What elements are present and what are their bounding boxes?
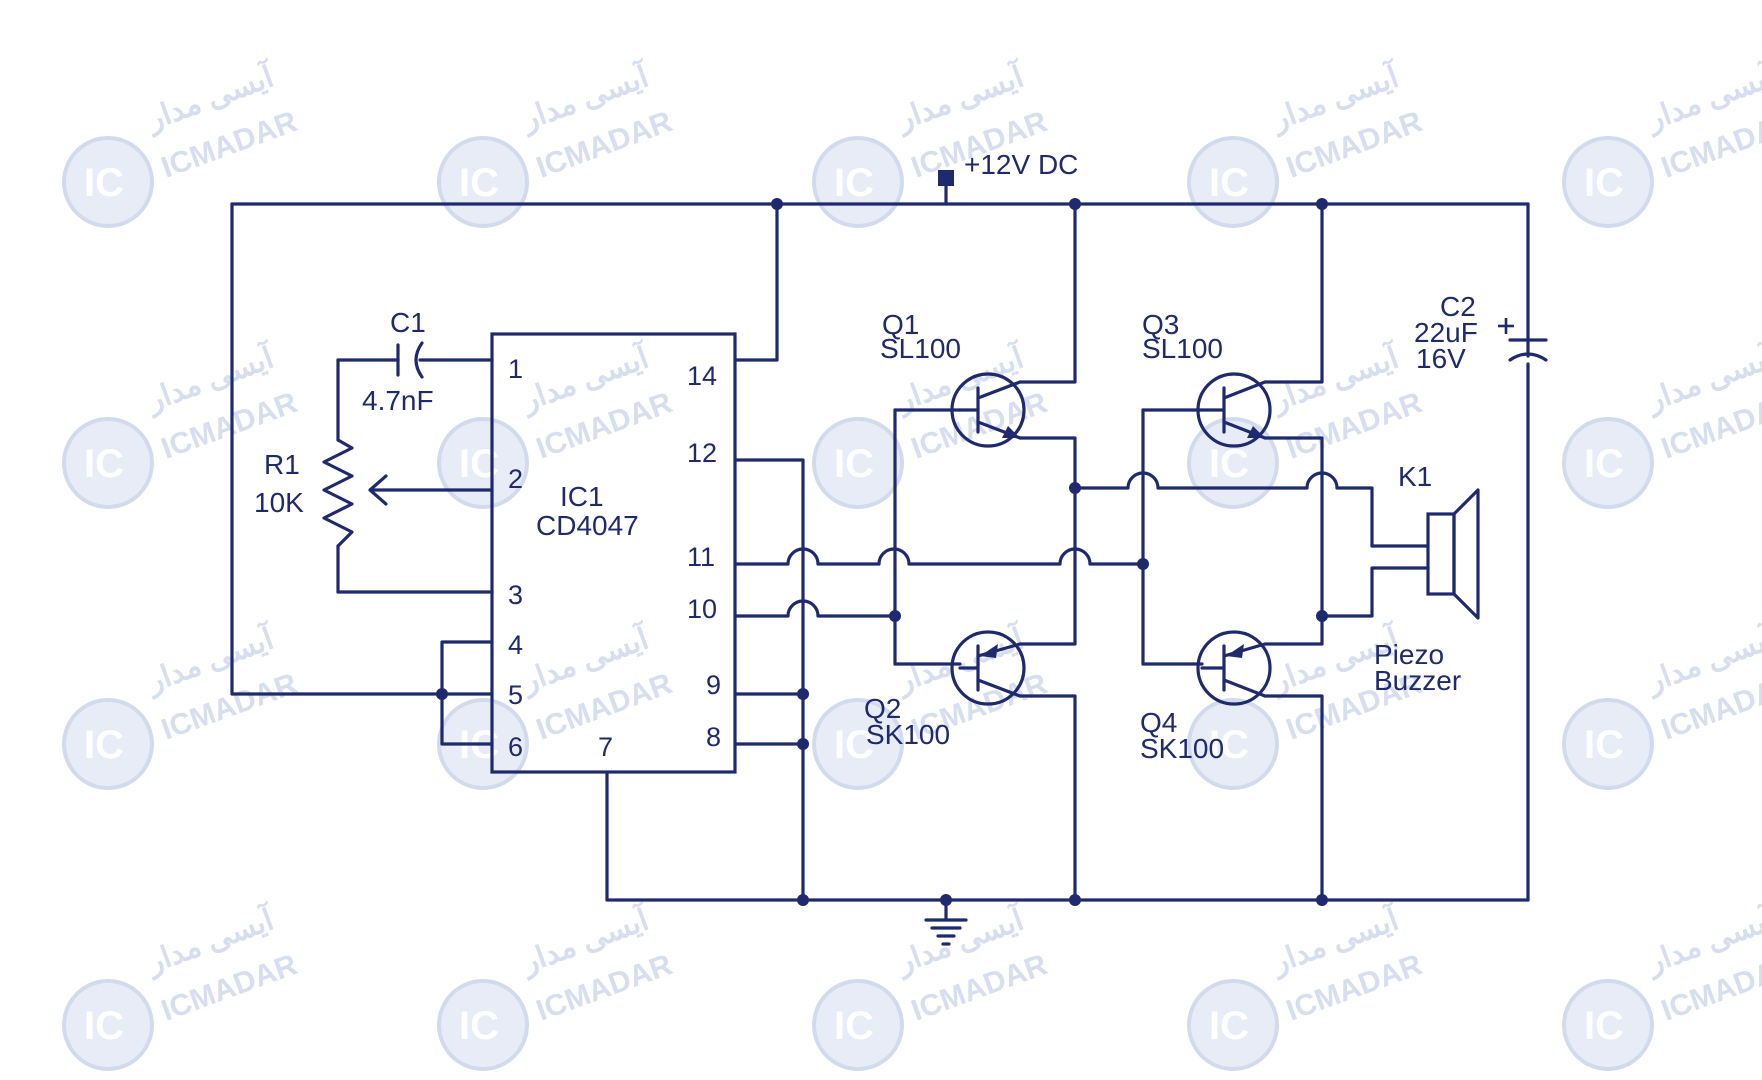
svg-text:IC: IC bbox=[834, 723, 874, 767]
ground-icon bbox=[924, 918, 968, 946]
pin-7: 7 bbox=[598, 732, 613, 762]
q3-ref: Q3 bbox=[1142, 309, 1179, 340]
pin-9: 9 bbox=[706, 670, 721, 700]
c1-ref: C1 bbox=[390, 307, 426, 338]
svg-text:IC: IC bbox=[1584, 1004, 1624, 1048]
svg-text:IC: IC bbox=[84, 442, 124, 486]
pin-10: 10 bbox=[687, 594, 717, 624]
transistor-q1: Q1 SL100 bbox=[880, 309, 1026, 448]
svg-text:IC: IC bbox=[834, 1004, 874, 1048]
svg-text:IC: IC bbox=[1584, 723, 1624, 767]
k1-label-line2: Buzzer bbox=[1374, 665, 1461, 696]
pin-4: 4 bbox=[508, 630, 523, 660]
svg-text:IC: IC bbox=[1584, 161, 1624, 205]
pin-8: 8 bbox=[706, 722, 721, 752]
q1-ref: Q1 bbox=[882, 309, 919, 340]
svg-text:IC: IC bbox=[1209, 442, 1249, 486]
pin-12: 12 bbox=[687, 438, 717, 468]
capacitor-c1: C1 4.7nF bbox=[362, 307, 434, 416]
svg-text:IC: IC bbox=[834, 442, 874, 486]
svg-text:IC: IC bbox=[1209, 723, 1249, 767]
k1-label-line1: Piezo bbox=[1374, 639, 1444, 670]
svg-text:IC: IC bbox=[84, 161, 124, 205]
svg-text:IC: IC bbox=[1209, 161, 1249, 205]
svg-text:IC: IC bbox=[84, 1004, 124, 1048]
pin-1: 1 bbox=[508, 354, 523, 384]
svg-text:IC: IC bbox=[834, 161, 874, 205]
transistor-q3: Q3 SL100 bbox=[1142, 309, 1272, 448]
wires bbox=[230, 174, 1530, 922]
q3-part: SL100 bbox=[1142, 333, 1223, 364]
c2-value: 22uF bbox=[1414, 317, 1478, 348]
q4-part: SK100 bbox=[1140, 733, 1224, 764]
r1-value: 10K bbox=[254, 487, 304, 518]
transistor-q2: Q2 SK100 bbox=[864, 630, 1026, 750]
svg-text:IC: IC bbox=[84, 723, 124, 767]
ic1-cd4047: IC1 CD4047 1 2 3 4 5 6 14 12 11 10 9 8 7 bbox=[490, 332, 737, 774]
pin-11: 11 bbox=[687, 542, 715, 572]
transistor-q4: Q4 SK100 bbox=[1140, 630, 1272, 764]
svg-text:IC: IC bbox=[1209, 1004, 1249, 1048]
q2-ref: Q2 bbox=[864, 693, 901, 724]
pin-6: 6 bbox=[508, 732, 523, 762]
q1-part: SL100 bbox=[880, 333, 961, 364]
junction-dots bbox=[436, 198, 1328, 906]
supply-label: +12V DC bbox=[964, 149, 1078, 180]
svg-text:IC: IC bbox=[459, 161, 499, 205]
pin-14: 14 bbox=[687, 361, 717, 391]
svg-text:IC: IC bbox=[459, 1004, 499, 1048]
k1-ref: K1 bbox=[1398, 461, 1432, 492]
potentiometer-r1: R1 10K bbox=[254, 438, 388, 548]
svg-text:IC: IC bbox=[1584, 442, 1624, 486]
c2-ref: C2 bbox=[1440, 291, 1476, 322]
c2-voltage: 16V bbox=[1416, 343, 1466, 374]
ic1-ref: IC1 bbox=[560, 481, 604, 512]
ic1-part: CD4047 bbox=[536, 510, 639, 541]
pin-3: 3 bbox=[508, 580, 523, 610]
r1-ref: R1 bbox=[264, 449, 300, 480]
pin-5: 5 bbox=[508, 680, 523, 710]
c1-value: 4.7nF bbox=[362, 385, 434, 416]
supply-terminal: +12V DC bbox=[938, 149, 1078, 186]
speaker-icon: K1 Piezo Buzzer bbox=[1374, 461, 1480, 696]
q2-part: SK100 bbox=[866, 719, 950, 750]
pin-2: 2 bbox=[508, 464, 523, 494]
q4-ref: Q4 bbox=[1140, 707, 1177, 738]
capacitor-c2: C2 22uF 16V bbox=[1414, 291, 1548, 374]
